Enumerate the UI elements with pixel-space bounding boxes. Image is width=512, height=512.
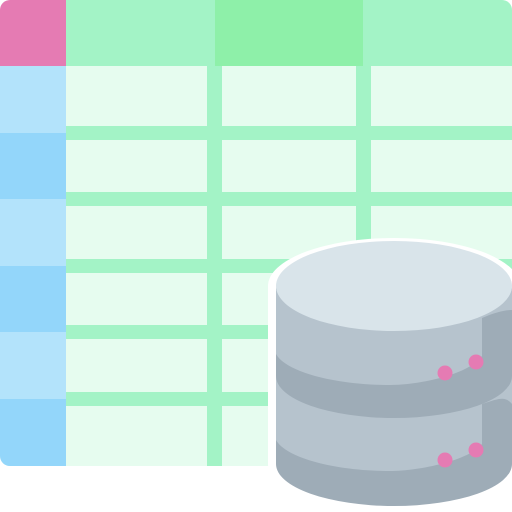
row-header-2 [0,133,66,199]
row-header-5 [0,332,66,399]
row-header-4 [0,266,66,332]
indicator-dot-upper-left [437,365,453,381]
grid-line-horizontal-1 [66,126,512,140]
database-top [276,241,512,331]
indicator-dot-lower-left [437,452,453,468]
row-header-3 [0,199,66,266]
corner-cell [0,0,66,66]
indicator-dot-lower-right [468,442,484,458]
database-disk-bottom-face [276,374,512,471]
row-header-6 [0,399,66,466]
database-disk-middle-face [276,286,512,385]
database-icon [268,238,512,512]
indicator-dot-upper-right [468,354,484,370]
spreadsheet-icon [0,0,512,466]
column-header-highlight [215,0,363,66]
row-header-1 [0,66,66,133]
grid-line-horizontal-2 [66,192,512,206]
